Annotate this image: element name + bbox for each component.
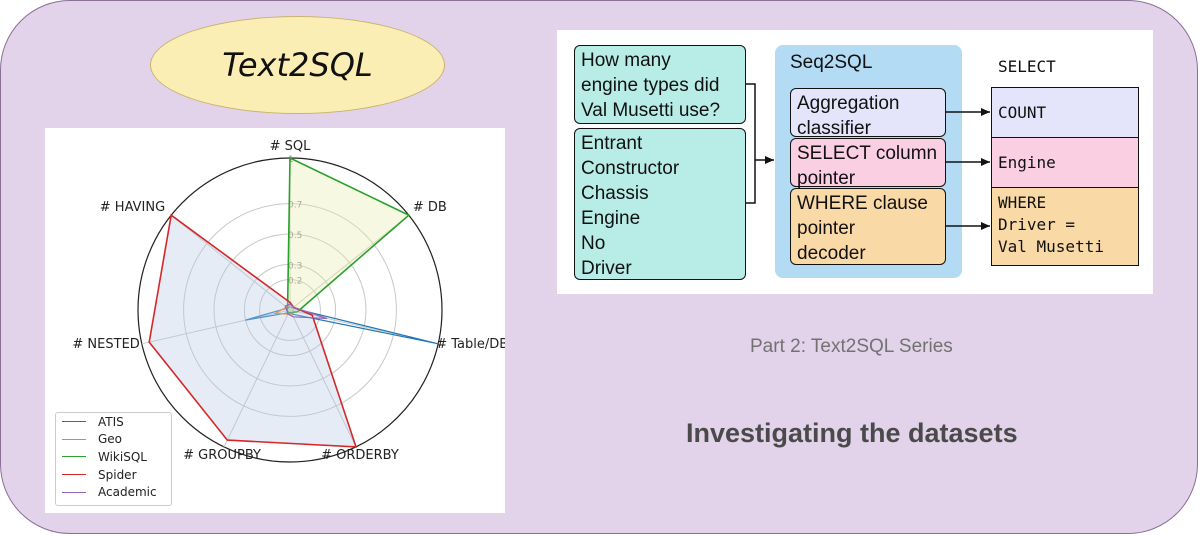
radar-axis-label: # HAVING xyxy=(100,200,165,215)
legend-label: Geo xyxy=(98,432,123,447)
page-title: Text2SQL xyxy=(222,46,373,84)
legend-swatch xyxy=(62,456,86,458)
legend-swatch xyxy=(62,491,86,493)
question-box: How many engine types did Val Musetti us… xyxy=(574,45,746,124)
radar-chart: 1 0.7 0.5 0.3 0.2 # SQL # DB # Table/DB # ORDERB… xyxy=(45,128,505,513)
legend-label: ATIS xyxy=(98,414,124,429)
radar-ring-label: 0.5 xyxy=(288,231,302,241)
legend-label: Academic xyxy=(98,485,157,500)
legend-label: Spider xyxy=(98,467,137,482)
aggregation-classifier-box: Aggregation classifier xyxy=(790,88,946,139)
legend-swatch xyxy=(62,474,86,476)
legend-swatch xyxy=(62,421,86,423)
radar-spoke xyxy=(141,309,291,345)
legend-item: WikiSQL xyxy=(56,448,171,466)
headline: Investigating the datasets xyxy=(686,418,1018,448)
output-where: WHERE Driver = Val Musetti xyxy=(991,187,1139,266)
radar-axis-label: # DB xyxy=(413,200,447,215)
output-engine: Engine xyxy=(991,137,1139,188)
legend-label: WikiSQL xyxy=(98,449,147,464)
radar-axis-label: # NESTED xyxy=(72,337,139,352)
model-title: Seq2SQL xyxy=(790,52,873,73)
series-subtitle: Part 2: Text2SQL Series xyxy=(750,336,953,357)
radar-spoke xyxy=(289,214,410,311)
radar-svg: 1 0.7 0.5 0.3 0.2 # SQL # DB # Table/DB # ORDERB… xyxy=(72,139,505,463)
radar-axis-label: # ORDERBY xyxy=(321,448,399,463)
radar-axis-label: # SQL xyxy=(270,139,312,154)
radar-ring-label: 1 xyxy=(288,155,294,165)
legend-item: Geo xyxy=(56,431,171,449)
input-bracket xyxy=(746,83,756,204)
legend-item: Spider xyxy=(56,466,171,484)
select-column-pointer-box: SELECT column pointer xyxy=(790,138,946,189)
select-keyword: SELECT xyxy=(998,57,1056,76)
radar-ring-label: 0.7 xyxy=(288,201,302,211)
legend-swatch xyxy=(62,438,86,440)
where-clause-decoder-box: WHERE clause pointer decoder xyxy=(790,188,946,265)
columns-box: Entrant Constructor Chassis Engine No Dr… xyxy=(574,128,746,280)
legend-item: Academic xyxy=(56,483,171,501)
radar-spoke xyxy=(223,309,291,448)
legend-item: ATIS xyxy=(56,413,171,431)
title-ellipse: Text2SQL xyxy=(150,16,445,114)
radar-spoke xyxy=(289,309,357,448)
radar-ring-label: 0.3 xyxy=(288,261,302,271)
radar-series-academic xyxy=(284,303,328,320)
radar-spoke xyxy=(170,214,291,311)
radar-series-wikisql xyxy=(286,156,411,314)
radar-ring-label: 0.2 xyxy=(288,277,302,287)
radar-axis-label: # GROUPBY xyxy=(183,448,261,463)
radar-axis-label: # Table/DB xyxy=(436,337,505,352)
